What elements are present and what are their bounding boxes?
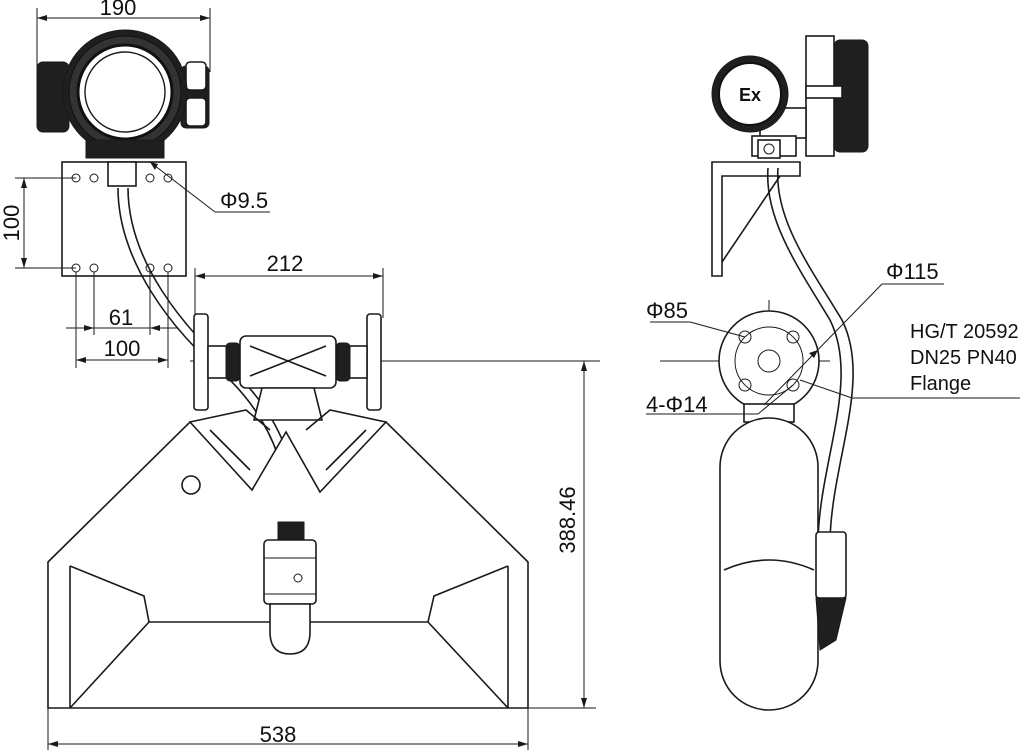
dimension-190: 190	[36, 0, 211, 72]
flange-spec-line-1: HG/T 20592	[910, 321, 1019, 343]
side-bracket	[711, 161, 801, 277]
dim-label-212: 212	[267, 251, 304, 276]
cable-side-a	[766, 167, 842, 541]
dimension-phi-9-5: Φ9.5	[149, 161, 270, 213]
dim-label-190: 190	[100, 0, 137, 20]
dimension-61: 61	[66, 272, 178, 335]
dimension-538: 538	[47, 708, 529, 750]
transmitter-side: Ex	[711, 35, 869, 159]
dimension-phi-115: Φ115	[763, 259, 944, 406]
side-sensor-body	[719, 417, 847, 711]
dim-label-phi-85: Φ85	[646, 298, 688, 323]
dim-label-100-height: 100	[0, 205, 24, 242]
side-bracket-brace	[721, 175, 781, 263]
dim-label-phi-9-5: Φ9.5	[220, 188, 268, 213]
process-connection	[190, 313, 600, 421]
dim-label-4-phi-14: 4-Φ14	[646, 392, 708, 417]
mounting-bracket	[61, 161, 187, 277]
dim-label-538: 538	[260, 722, 297, 747]
flange-spec-line-2: DN25 PN40	[910, 347, 1017, 369]
ex-marking: Ex	[739, 85, 761, 105]
transmitter-housing	[36, 29, 210, 159]
cable-side-b	[776, 167, 854, 541]
dimension-100-height: 100	[0, 177, 76, 269]
dimension-4-phi-14: 4-Φ14	[646, 384, 794, 417]
side-view: Ex	[646, 35, 1020, 711]
flange-spec-line-3: Flange	[910, 373, 971, 395]
flange-spec-note: HG/T 20592 DN25 PN40 Flange	[799, 321, 1020, 399]
dimension-100-width: 100	[75, 272, 169, 368]
dimension-388-46: 388.46	[528, 361, 596, 709]
side-flange	[660, 300, 830, 423]
dim-label-61: 61	[109, 305, 133, 330]
dim-label-phi-115: Φ115	[886, 259, 939, 284]
dim-label-388-46: 388.46	[555, 486, 580, 553]
dim-label-100-width: 100	[104, 336, 141, 361]
junction-module	[263, 521, 317, 655]
dimension-212: 212	[194, 251, 384, 318]
dimension-phi-85: Φ85	[646, 298, 746, 338]
front-view: 190	[0, 0, 600, 750]
